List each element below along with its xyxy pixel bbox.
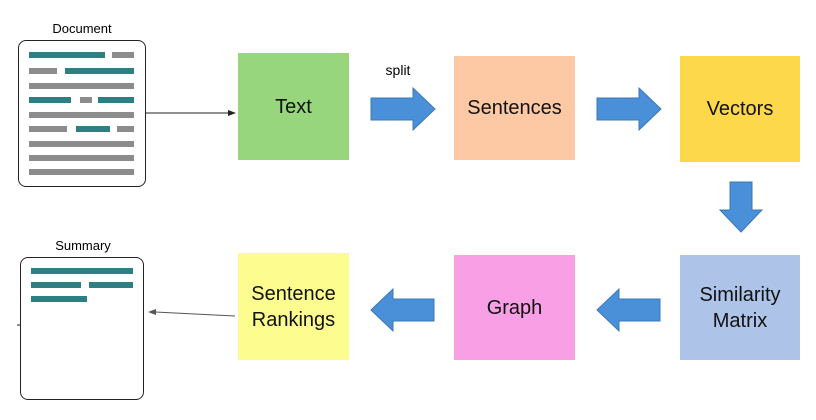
sentence-rankings-label-line1: Sentence bbox=[251, 282, 336, 305]
split-label: split bbox=[385, 62, 411, 78]
similarity-matrix-label-line1: Similarity bbox=[699, 283, 781, 306]
summary-line bbox=[89, 282, 133, 288]
document-line bbox=[29, 169, 134, 175]
document-line bbox=[29, 112, 134, 118]
vectors-node: Vectors bbox=[680, 56, 800, 162]
rankings-to-summary-arrow bbox=[148, 309, 236, 317]
summary-label: Summary bbox=[55, 238, 111, 253]
document-label: Document bbox=[52, 21, 112, 36]
sentence-rankings-node: Sentence Rankings bbox=[238, 253, 349, 360]
document-line bbox=[76, 126, 110, 132]
summary-line bbox=[31, 296, 87, 302]
sentences-node: Sentences bbox=[454, 56, 575, 160]
summary-line bbox=[31, 282, 81, 288]
sentence-rankings-label-line2: Rankings bbox=[251, 308, 336, 331]
document-line bbox=[29, 126, 67, 132]
sentences-to-vectors-arrow bbox=[596, 86, 662, 132]
document-line bbox=[98, 97, 134, 103]
document-line bbox=[29, 52, 105, 58]
vectors-node-label: Vectors bbox=[706, 98, 774, 120]
document-line bbox=[29, 155, 134, 161]
text-node: Text bbox=[238, 53, 349, 160]
summary-line bbox=[31, 268, 133, 274]
graph-to-rankings-arrow bbox=[370, 287, 435, 333]
document-line bbox=[112, 52, 134, 58]
document-to-text-arrow bbox=[146, 110, 236, 116]
graph-node-label: Graph bbox=[486, 296, 543, 319]
document-line bbox=[117, 126, 134, 132]
similarity-matrix-node: Similarity Matrix bbox=[680, 255, 800, 360]
document-line bbox=[65, 68, 134, 74]
document-icon bbox=[18, 40, 146, 187]
document-line bbox=[29, 83, 134, 89]
text-node-label: Text bbox=[275, 95, 312, 118]
graph-node: Graph bbox=[454, 255, 575, 360]
document-line bbox=[29, 68, 57, 74]
document-line bbox=[29, 97, 71, 103]
document-line bbox=[29, 141, 134, 147]
document-line bbox=[80, 97, 92, 103]
similarity-to-graph-arrow bbox=[596, 287, 661, 333]
vectors-to-similarity-arrow bbox=[718, 181, 764, 233]
summary-icon bbox=[20, 257, 144, 400]
sentences-node-label: Sentences bbox=[467, 97, 562, 119]
text-to-sentences-arrow bbox=[370, 86, 436, 132]
similarity-matrix-label-line2: Matrix bbox=[712, 309, 768, 332]
